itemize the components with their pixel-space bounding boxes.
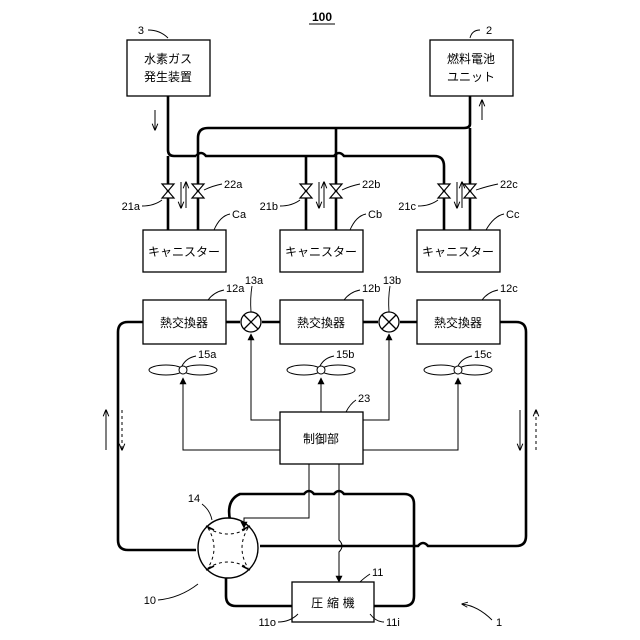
hydrogen-piping <box>168 96 470 230</box>
fan-15b-icon <box>287 365 355 375</box>
svg-text:キャニスター: キャニスター <box>285 245 357 259</box>
controller-box: 制御部 <box>280 412 363 464</box>
ref-11: 11 <box>372 567 383 579</box>
ref-Cb: Cb <box>368 209 382 221</box>
svg-text:熱交換器: 熱交換器 <box>297 315 345 330</box>
fuel-cell-unit-box: 燃料電池 ユニット <box>430 40 513 96</box>
ref-2: 2 <box>486 25 492 37</box>
ref-21a: 21a <box>122 201 141 213</box>
svg-text:圧 縮 機: 圧 縮 機 <box>311 595 355 610</box>
four-way-valve-14-icon <box>198 518 258 578</box>
svg-text:燃料電池: 燃料電池 <box>447 51 495 66</box>
canister-a-box: キャニスター <box>143 230 226 272</box>
ref-12a: 12a <box>226 283 245 295</box>
ref-Ca: Ca <box>232 209 247 221</box>
ref-22b: 22b <box>362 179 380 191</box>
svg-text:キャニスター: キャニスター <box>148 245 220 259</box>
fan-15c-icon <box>424 365 492 375</box>
ref-11o: 11o <box>258 617 276 629</box>
expansion-valve-13a-icon <box>241 312 261 332</box>
svg-text:キャニスター: キャニスター <box>422 245 494 259</box>
ref-3: 3 <box>138 25 144 37</box>
canister-b-box: キャニスター <box>280 230 363 272</box>
ref-15c: 15c <box>474 349 492 361</box>
ref-22c: 22c <box>500 179 518 191</box>
svg-text:熱交換器: 熱交換器 <box>434 315 482 330</box>
canister-c-box: キャニスター <box>417 230 500 272</box>
svg-text:ユニット: ユニット <box>447 70 495 84</box>
ref-14: 14 <box>188 493 200 505</box>
fan-15a-icon <box>149 365 217 375</box>
figure-number: 100 <box>312 10 332 24</box>
valve-22c-icon <box>464 184 476 198</box>
valve-21c-icon <box>438 184 450 198</box>
heat-exchanger-b-box: 熱交換器 <box>280 300 363 344</box>
svg-text:制御部: 制御部 <box>303 431 339 446</box>
heat-exchanger-a-box: 熱交換器 <box>143 300 226 344</box>
valve-21a-icon <box>162 184 174 198</box>
heat-exchanger-c-box: 熱交換器 <box>417 300 500 344</box>
ref-22a: 22a <box>224 179 243 191</box>
svg-text:発生装置: 発生装置 <box>144 70 192 84</box>
ref-12b: 12b <box>362 283 380 295</box>
ref-23: 23 <box>358 393 370 405</box>
compressor-box: 圧 縮 機 <box>292 582 374 622</box>
ref-13a: 13a <box>245 275 264 287</box>
ref-Cc: Cc <box>506 209 520 221</box>
ref-11i: 11i <box>386 617 400 629</box>
valve-21b-icon <box>300 184 312 198</box>
ref-21b: 21b <box>260 201 278 213</box>
ref-10: 10 <box>144 595 156 607</box>
ref-13b: 13b <box>383 275 401 287</box>
expansion-valve-13b-icon <box>379 312 399 332</box>
svg-text:水素ガス: 水素ガス <box>144 52 192 66</box>
ref-15b: 15b <box>336 349 354 361</box>
ref-15a: 15a <box>198 349 217 361</box>
svg-text:熱交換器: 熱交換器 <box>160 315 208 330</box>
ref-12c: 12c <box>500 283 518 295</box>
valve-22b-icon <box>330 184 342 198</box>
ref-21c: 21c <box>398 201 416 213</box>
hydrogen-generator-box: 水素ガス 発生装置 <box>127 40 210 96</box>
valve-22a-icon <box>192 184 204 198</box>
ref-1: 1 <box>496 617 502 629</box>
